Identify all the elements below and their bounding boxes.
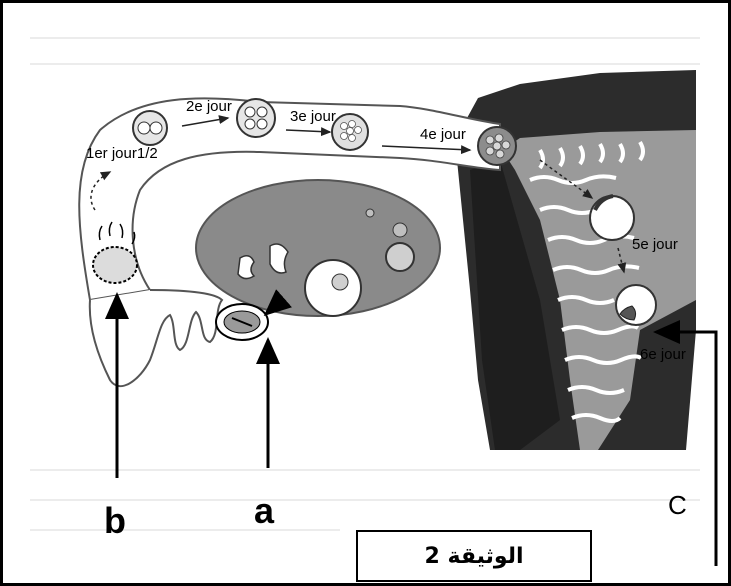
label-day-4: 4e jour xyxy=(420,126,466,143)
embryo-4-cells xyxy=(237,99,275,137)
label-day-3: 3e jour xyxy=(290,108,336,125)
fertilized-oocyte xyxy=(93,247,137,283)
label-day-5: 5e jour xyxy=(632,236,678,253)
fimbriae xyxy=(90,290,222,386)
follicle-oocyte xyxy=(332,274,348,290)
mature-follicle xyxy=(305,260,361,316)
follicle-small-1 xyxy=(386,243,414,271)
blastocyst-implanting-day6 xyxy=(616,285,656,325)
label-day-6: 6e jour xyxy=(640,346,686,363)
follicle-small-3 xyxy=(366,209,374,217)
blastocyst-day5 xyxy=(590,196,634,240)
label-a: a xyxy=(254,490,274,532)
label-c: C xyxy=(668,490,687,521)
document-caption: الوثيقة 2 xyxy=(356,530,592,582)
label-day-1-5: 1er jour1/2 xyxy=(86,145,158,162)
label-day-2: 2e jour xyxy=(186,98,232,115)
follicle-small-2 xyxy=(393,223,407,237)
label-b: b xyxy=(104,500,126,542)
